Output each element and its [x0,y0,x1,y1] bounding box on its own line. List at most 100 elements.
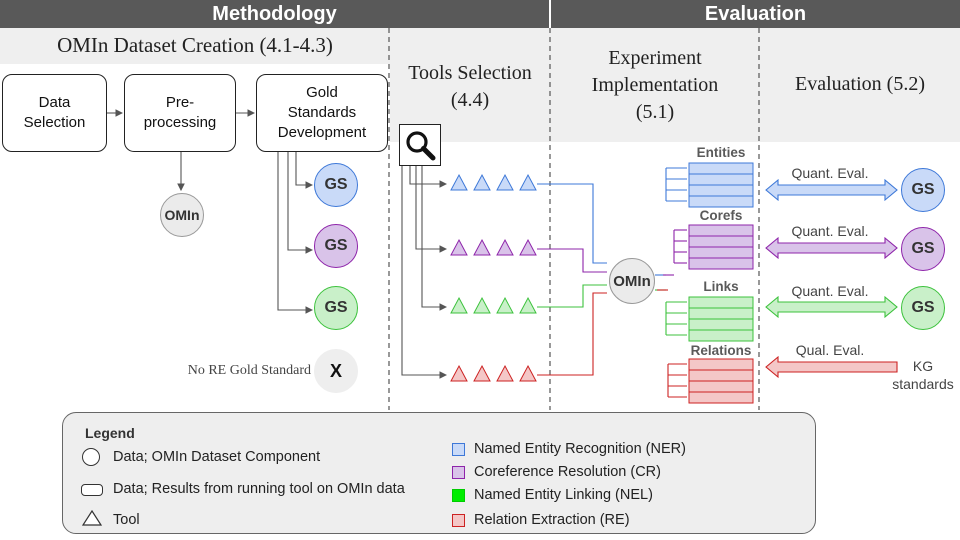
eval-arrow-re [765,355,898,379]
result-row-nel-4 [688,329,754,342]
wire-results-nel-to-omin [537,284,607,308]
data-selection-line1: Data [38,93,71,111]
tool-triangle-re-1 [450,364,468,382]
tool-triangle-re-2 [473,364,491,382]
result-row-re-1 [688,358,754,371]
wire-results-cr-to-omin [537,248,607,273]
kg-standards-line2: standards [892,376,954,392]
tool-triangle-cr-4 [519,238,537,256]
result-row-cr-4 [688,257,754,270]
result-row-re-4 [688,391,754,404]
result-row-ner-4 [688,195,754,208]
kg-standards-line1: KG [912,358,934,374]
no-re-gold-standard-mark: X [314,349,358,393]
legend-re-text: Relation Extraction (RE) [474,512,630,528]
corefs-label: Corefs [699,208,743,223]
gs-ner-circle: GS [314,163,358,207]
legend: Legend Data; OMIn Dataset Component Data… [62,412,816,534]
gs-ner-eval-circle: GS [901,168,945,212]
evaluation-header: Evaluation [551,0,960,28]
legend-rounded-rect-icon [81,484,103,496]
preprocessing-line1: Pre- [165,93,195,111]
wire-tool-to-cr [415,166,448,253]
legend-triangle-icon [81,509,103,526]
tool-triangle-nel-4 [519,296,537,314]
experiment-title-line1: Experiment [608,47,702,69]
experiment-title-line2: Implementation [591,74,719,96]
tool-triangle-nel-1 [450,296,468,314]
result-row-ner-1 [688,162,754,175]
result-row-cr-1 [688,224,754,237]
legend-ner-text: Named Entity Recognition (NER) [474,441,686,457]
preprocessing-box: Pre-processing [124,74,236,152]
re-eval-label: Qual. Eval. [795,342,865,358]
legend-ner-swatch [452,443,465,456]
gs-nel-circle: GS [314,286,358,330]
tools-selection-title-line1: Tools Selection [408,62,532,84]
wire-results-ner-to-omin [537,183,607,264]
tools-selection-title: Tools Selection (4.4) [390,60,550,114]
result-row-nel-1 [688,296,754,309]
result-row-cr-2 [688,235,754,248]
eval-arrow-ner [765,178,898,202]
gold-standards-line2: Standards [287,103,357,121]
result-row-ner-3 [688,184,754,197]
omin-experiment-circle: OMIn [609,258,655,304]
wire-tool-to-re [401,166,448,379]
result-row-re-2 [688,369,754,382]
tool-triangle-re-3 [496,364,514,382]
wire-tool-to-ner [409,166,448,188]
arrow-gold-to-gs-nel [277,152,314,314]
kg-standards-label: KG standards [886,357,960,393]
dataset-creation-band [0,28,390,64]
result-row-cr-3 [688,246,754,259]
omin-dataset-circle: OMIn [160,193,204,237]
arrow-gold-to-gs-cr [287,152,314,254]
legend-nel-swatch [452,489,465,502]
gold-standards-line1: Gold [306,83,338,101]
data-selection-line2: Selection [23,114,86,131]
entities-label: Entities [696,145,746,160]
result-row-nel-2 [688,307,754,320]
evaluation-52-title: Evaluation (5.2) [795,73,925,95]
legend-cr-text: Coreference Resolution (CR) [474,464,661,480]
result-row-nel-3 [688,318,754,331]
legend-circle-text: Data; OMIn Dataset Component [113,449,321,465]
legend-circle-icon [82,448,100,466]
legend-cr-swatch [452,466,465,479]
gs-cr-circle: GS [314,224,358,268]
tool-triangle-re-4 [519,364,537,382]
legend-nel-text: Named Entity Linking (NEL) [474,487,653,503]
tool-triangle-cr-2 [473,238,491,256]
tools-selection-title-line2: (4.4) [450,89,490,111]
experiment-title-line3: (5.1) [635,101,675,123]
no-re-gold-standard-label: No RE Gold Standard [187,363,311,378]
arrow-gold-to-gs-ner [295,152,314,189]
tool-triangle-ner-2 [473,173,491,191]
wire-results-re-to-omin [537,292,607,376]
preprocessing-line2: processing [143,114,217,131]
legend-rounded-rect-text: Data; Results from running tool on OMIn … [113,481,405,497]
gs-cr-eval-circle: GS [901,227,945,271]
eval-arrow-nel [765,295,898,319]
legend-triangle-text: Tool [113,512,140,528]
nel-eval-label: Quant. Eval. [791,283,869,299]
dataset-creation-title: OMIn Dataset Creation (4.1-4.3) [57,33,333,57]
ner-eval-label: Quant. Eval. [791,165,869,181]
tool-triangle-nel-2 [473,296,491,314]
cr-eval-label: Quant. Eval. [791,223,869,239]
wire-tool-to-nel [421,166,448,311]
links-label: Links [703,279,739,294]
tool-triangle-ner-4 [519,173,537,191]
tool-triangle-cr-3 [496,238,514,256]
magnifier-icon [399,124,441,166]
legend-title: Legend [85,425,135,441]
experiment-implementation-title: Experiment Implementation (5.1) [551,45,759,126]
tool-triangle-ner-3 [496,173,514,191]
eval-arrow-cr [765,236,898,260]
relations-label: Relations [690,343,752,358]
gs-nel-eval-circle: GS [901,286,945,330]
